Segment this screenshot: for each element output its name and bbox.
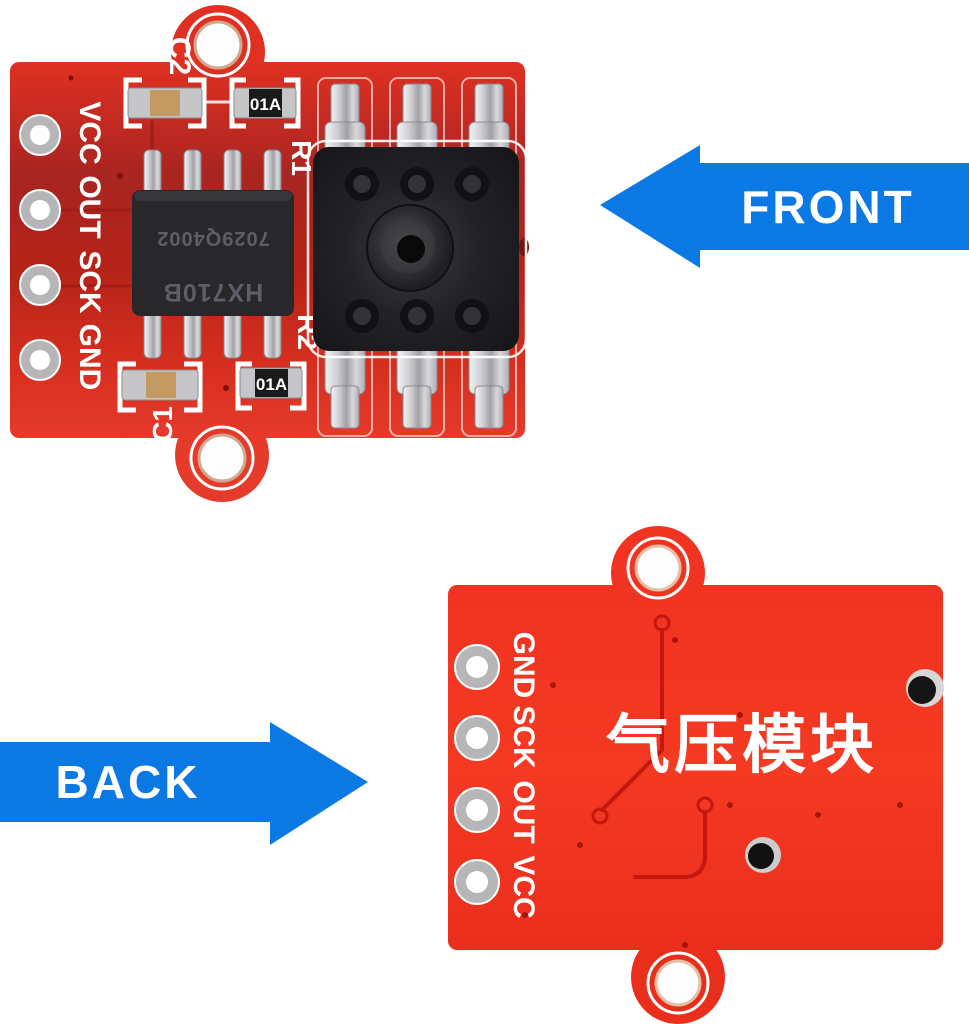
chip-leads xyxy=(143,149,282,359)
back-vias-small xyxy=(522,637,903,948)
resistor-r2-marking: 01A xyxy=(256,375,287,394)
back-via-top-right xyxy=(906,669,944,707)
chip-lot-code: 7029Q4002 xyxy=(156,227,270,249)
back-via-bottom-center xyxy=(745,837,781,873)
back-pin-label-out: OUT xyxy=(507,780,540,843)
front-traces xyxy=(60,120,154,288)
capacitor-c1 xyxy=(117,361,203,413)
sensor-port-icon xyxy=(366,204,454,292)
back-pin-holes xyxy=(454,644,500,905)
back-mounting-hole-top-icon xyxy=(626,536,690,600)
front-pin-label-out: OUT xyxy=(73,175,106,238)
front-vias xyxy=(68,75,229,391)
resistor-r2: 01A xyxy=(235,361,307,411)
silk-label-c1: C1 xyxy=(147,406,178,442)
back-module-photo: GND SCK OUT VCC 气压模块 xyxy=(448,526,944,1024)
front-arrow: FRONT xyxy=(600,145,969,268)
back-module-title-cn: 气压模块 xyxy=(606,709,878,783)
back-arrow-shape xyxy=(0,722,368,845)
chip-part-number: HX710B xyxy=(163,278,264,306)
resistor-r1: 01A xyxy=(229,77,301,129)
silk-label-c2: C2 xyxy=(163,37,196,75)
capacitor-c2 xyxy=(123,77,207,129)
back-arrow-label: BACK xyxy=(56,756,201,808)
front-pin-holes xyxy=(19,114,61,381)
hx710b-chip: 7029Q4002 HX710B xyxy=(132,149,294,359)
pressure-sensor xyxy=(306,139,528,359)
back-traces xyxy=(591,614,714,879)
front-mounting-hole-bottom-icon xyxy=(189,425,255,491)
back-pin-label-vcc: VCC xyxy=(507,855,540,918)
front-module-photo: VCC OUT SCK GND C2 01A R1 xyxy=(10,5,529,502)
front-pin-label-vcc: VCC xyxy=(73,101,106,164)
front-mounting-hole-top-icon xyxy=(185,12,251,78)
edge-notch xyxy=(519,238,529,256)
front-arrow-shape xyxy=(600,145,969,268)
back-pin-label-sck: SCK xyxy=(507,705,540,769)
back-arrow: BACK xyxy=(0,722,368,845)
front-arrow-label: FRONT xyxy=(741,181,914,233)
resistor-r1-marking: 01A xyxy=(250,95,281,114)
back-mounting-hole-bottom-icon xyxy=(646,951,710,1015)
front-pin-label-sck: SCK xyxy=(73,250,106,314)
sensor-vent-holes xyxy=(345,167,489,333)
back-pin-label-gnd: GND xyxy=(507,632,540,699)
front-pin-label-gnd: GND xyxy=(73,324,106,391)
